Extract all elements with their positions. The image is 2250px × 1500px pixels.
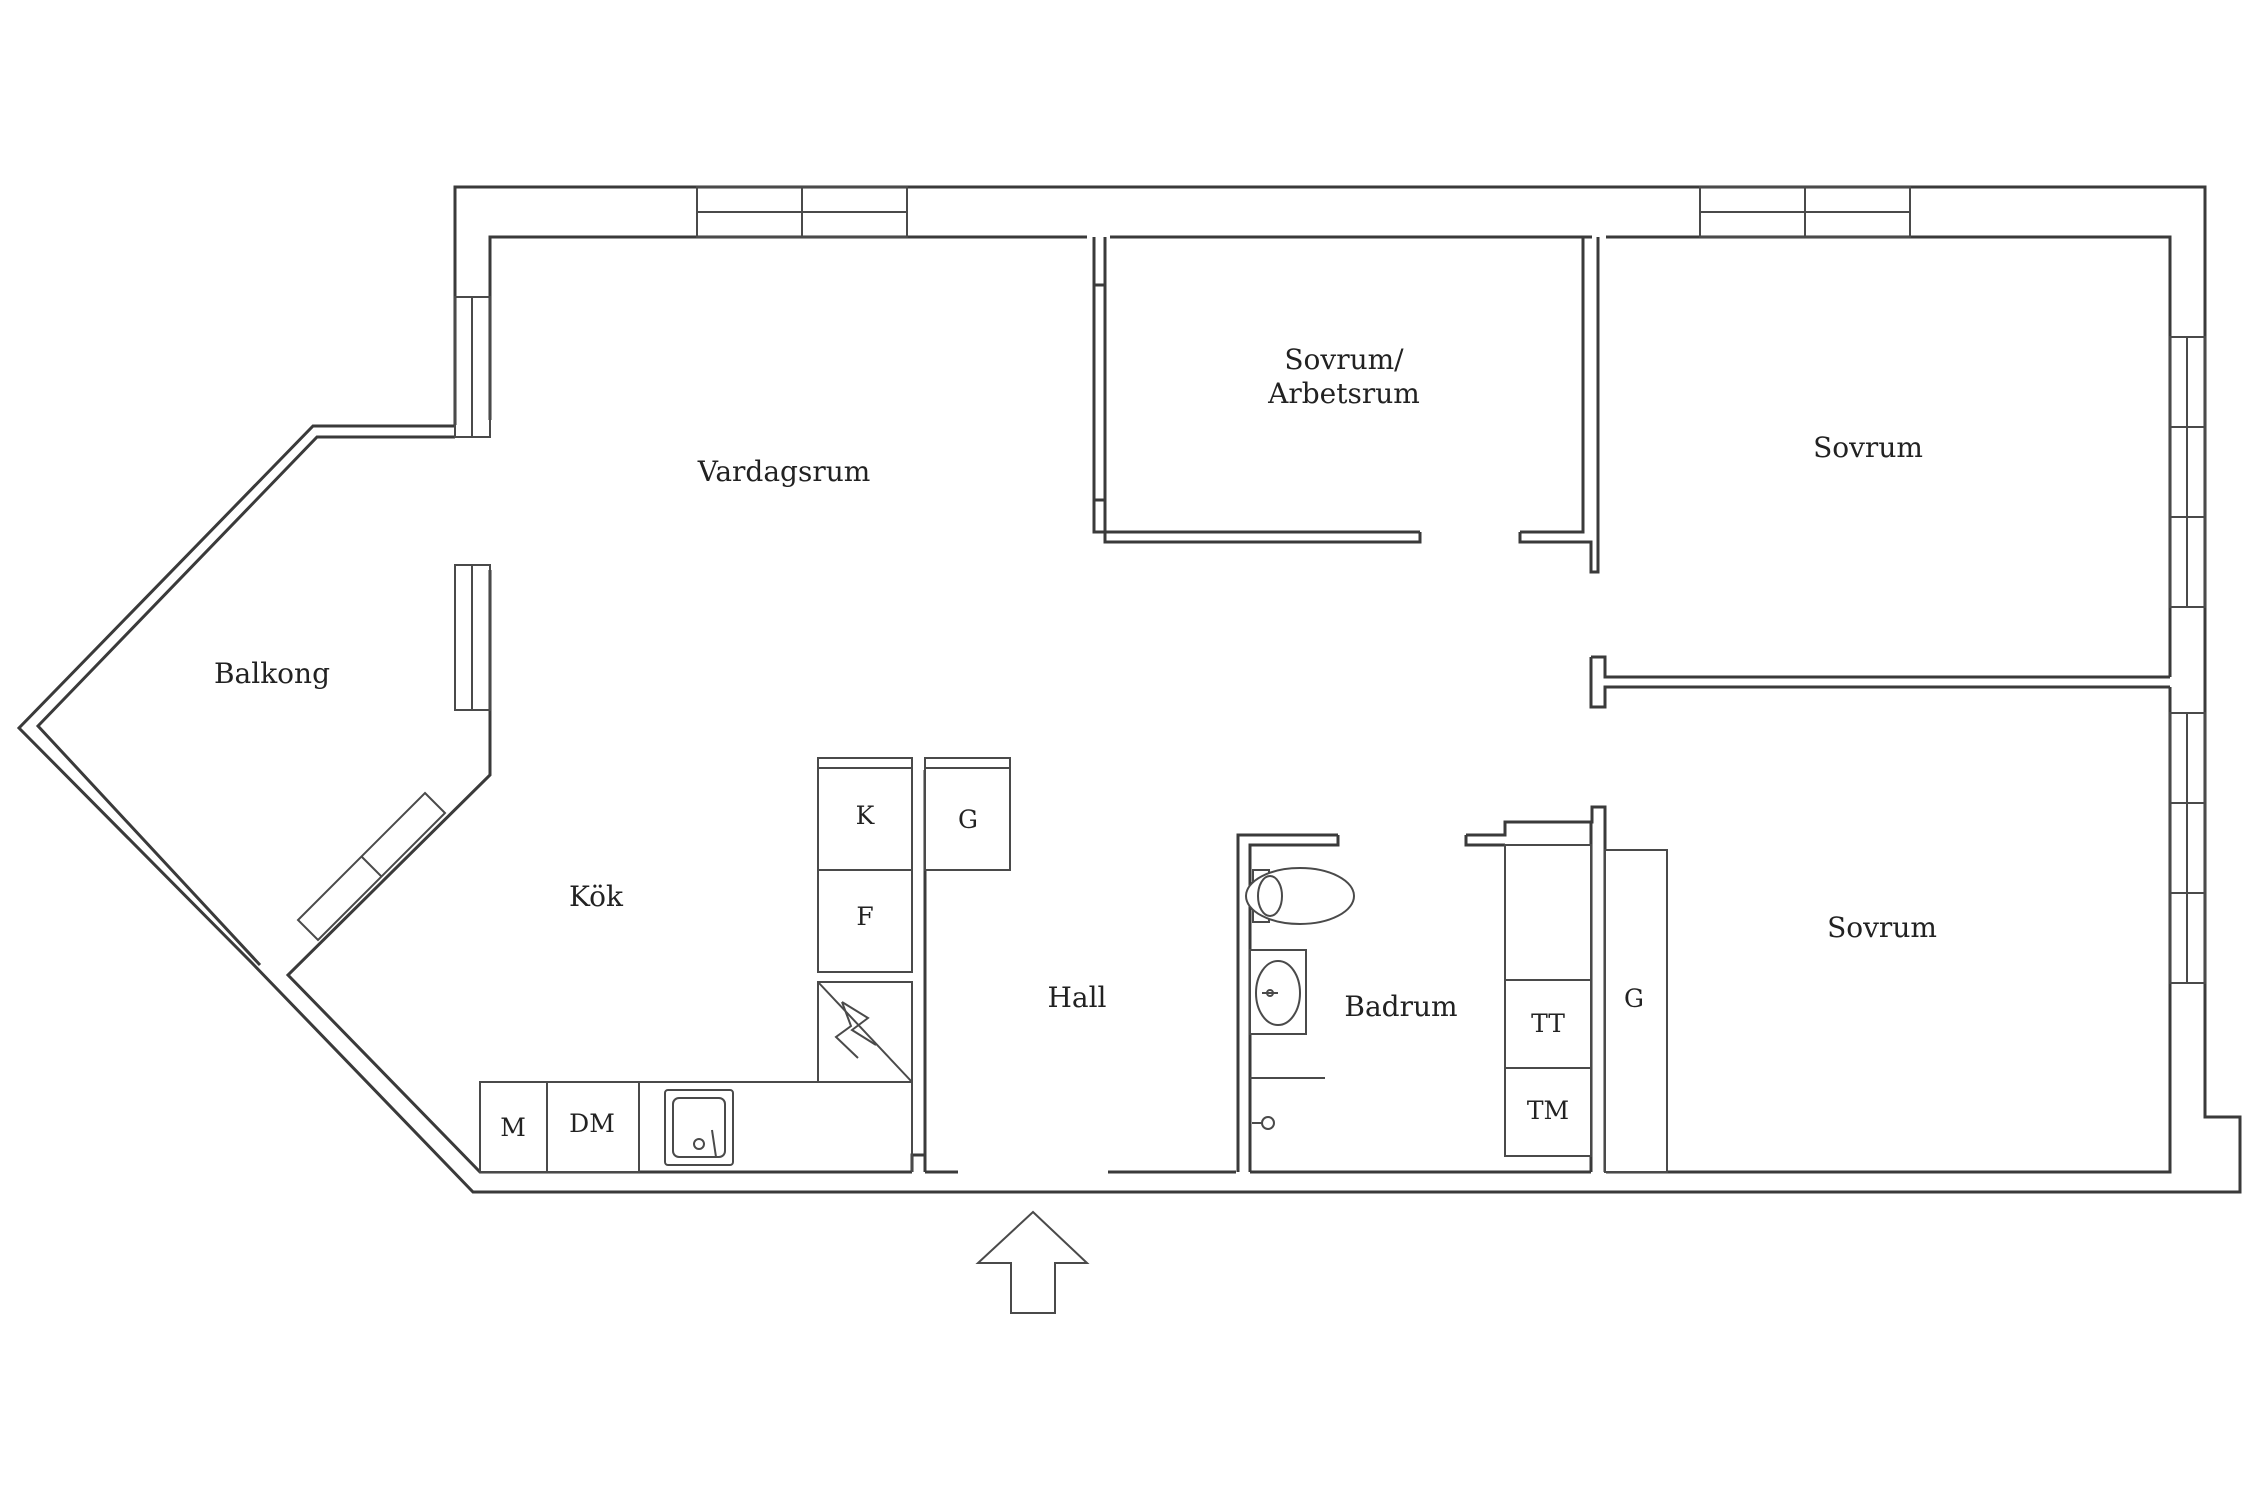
toilet-icon [1245, 867, 1355, 925]
stove-icon [817, 981, 913, 1083]
fixture-label-mikro: M [500, 1113, 526, 1142]
room-label-balkong: Balkong [214, 657, 330, 690]
bedroom-wardrobe [1604, 849, 1668, 1173]
room-label-vardagsrum: Vardagsrum [697, 455, 871, 488]
fixture-label-diskmaskin: DM [569, 1109, 615, 1138]
shower-head-icon [1252, 1116, 1275, 1130]
entrance-arrow-icon [975, 1210, 1090, 1314]
fixture-label-garderob-sovrum: G [1624, 984, 1644, 1013]
room-label-sovrum-1: Sovrum [1813, 431, 1923, 464]
windows [296, 186, 2206, 984]
room-label-sovrum-arbetsrum-line2: Arbetsrum [1267, 377, 1420, 410]
wash-basin-icon [1249, 949, 1307, 1035]
kitchen-units [479, 757, 1011, 1173]
fixture-label-torktumlare: TT [1531, 1009, 1565, 1038]
room-label-sovrum-arbetsrum: Sovrum/ [1284, 343, 1404, 376]
room-label-kok: Kök [569, 880, 624, 913]
room-label-hall: Hall [1047, 981, 1106, 1014]
bathroom-fixtures [1245, 867, 1355, 1130]
room-labels: Vardagsrum Sovrum/ Arbetsrum Sovrum Sovr… [214, 343, 1937, 1023]
fixture-label-tvattmaskin: TM [1527, 1096, 1569, 1125]
fixture-labels: K F G M DM TT TM G [500, 801, 1644, 1142]
room-label-sovrum-2: Sovrum [1827, 911, 1937, 944]
exterior-walls [16, 185, 2242, 1194]
fixture-label-frys: F [856, 902, 873, 931]
kitchen-sink-icon [664, 1089, 734, 1166]
fixture-label-garderob-hall: G [958, 805, 978, 834]
room-label-badrum: Badrum [1344, 990, 1457, 1023]
laundry-column [1504, 844, 1592, 1157]
fixture-label-kyl: K [856, 801, 876, 830]
